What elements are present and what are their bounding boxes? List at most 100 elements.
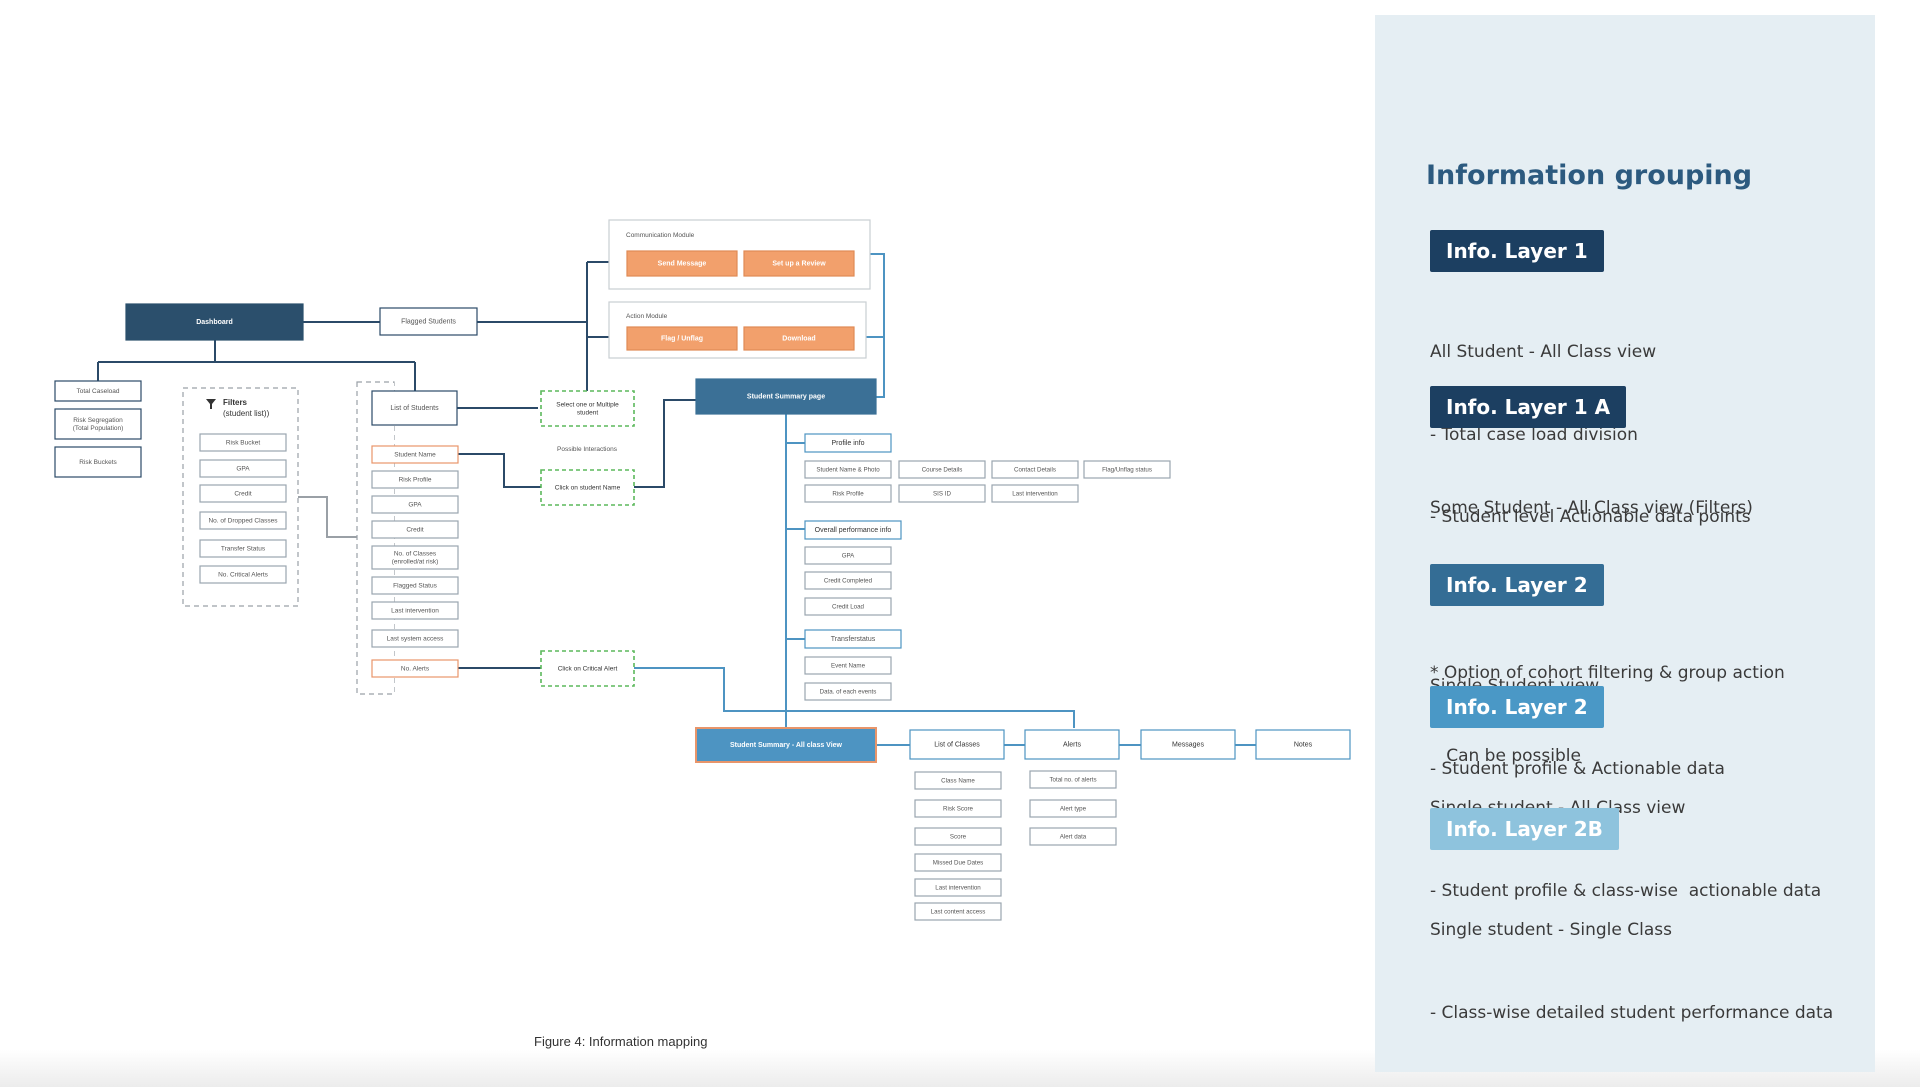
performance-item-label: GPA bbox=[842, 552, 855, 559]
dashboard-node-label: Dashboard bbox=[196, 319, 233, 326]
layer-badge: Info. Layer 1 A bbox=[1430, 386, 1627, 428]
download-button-label: Download bbox=[782, 335, 815, 342]
profile-item-label: Flag/Unflag status bbox=[1102, 466, 1152, 473]
class-item bbox=[914, 799, 1002, 818]
transfer-item-label: Data. of each events bbox=[820, 688, 877, 695]
profile-item-label: SIS ID bbox=[933, 490, 951, 497]
notes-node bbox=[1255, 729, 1351, 760]
filters-title: Filters bbox=[223, 398, 248, 407]
all-class-view-node-label: Student Summary - All class View bbox=[730, 742, 843, 749]
student-field bbox=[371, 659, 459, 678]
student-field-label: No. Alerts bbox=[401, 665, 430, 672]
transfer-status-node-label: Transferstatus bbox=[831, 636, 876, 643]
filters-bracket bbox=[298, 496, 357, 538]
performance-item bbox=[804, 571, 892, 590]
student-field bbox=[371, 520, 459, 539]
class-item-label: Missed Due Dates bbox=[933, 859, 984, 866]
profile-item-label: Course Details bbox=[922, 466, 963, 473]
total-caseload-node bbox=[54, 380, 142, 402]
class-item-label: Risk Score bbox=[943, 805, 973, 812]
layer-line: * Option of cohort filtering & group act… bbox=[1430, 663, 1785, 683]
layer-line: - Class-wise detailed student performanc… bbox=[1430, 1002, 1834, 1023]
layer-description: All Student - All Class view - Total cas… bbox=[1430, 284, 1751, 587]
class-item bbox=[914, 853, 1002, 872]
class-item-label: Score bbox=[950, 833, 967, 840]
messages-node bbox=[1140, 729, 1236, 760]
layer-line: - Student profile & class-wise actionabl… bbox=[1430, 880, 1822, 901]
transfer-status-node bbox=[804, 629, 902, 649]
profile-item bbox=[1083, 460, 1171, 479]
connector-click-summary bbox=[634, 399, 696, 488]
student-field-label: Student Name bbox=[394, 451, 436, 458]
filter-item bbox=[199, 459, 287, 478]
class-item bbox=[914, 827, 1002, 846]
student-summary-node bbox=[695, 378, 877, 415]
profile-info-node-label: Profile info bbox=[831, 440, 864, 447]
set-up-review-button-label: Set up a Review bbox=[772, 260, 826, 267]
layer-line: Single student - Single Class bbox=[1430, 920, 1672, 940]
list-of-students-node bbox=[371, 390, 458, 426]
filter-item-label: Transfer Status bbox=[221, 545, 266, 552]
filter-item bbox=[199, 484, 287, 503]
notes-node-label: Notes bbox=[1294, 741, 1313, 748]
layer-line: - Total case load division bbox=[1430, 424, 1638, 445]
connector-comm-summary bbox=[870, 253, 885, 398]
student-field-label: GPA bbox=[408, 501, 422, 508]
layer-line: Some Student - All Class view (Filters) bbox=[1430, 498, 1753, 518]
profile-item-label: Student Name & Photo bbox=[816, 466, 880, 473]
alerts-node bbox=[1024, 729, 1120, 760]
transfer-item bbox=[804, 656, 892, 675]
filter-item bbox=[199, 511, 287, 530]
list-of-classes-node bbox=[909, 729, 1005, 760]
student-field bbox=[371, 470, 459, 489]
figure-caption: Figure 4: Information mapping bbox=[534, 1034, 708, 1049]
student-field bbox=[371, 495, 459, 514]
risk-segregation-node-label: Risk Segregation(Total Population) bbox=[73, 417, 124, 432]
profile-info-node bbox=[804, 433, 892, 453]
connector-spine-alerts bbox=[786, 710, 1075, 728]
layer-description: Single student - All Class view - Studen… bbox=[1430, 740, 1821, 960]
risk-buckets-node bbox=[54, 446, 142, 478]
profile-item-label: Risk Profile bbox=[832, 490, 864, 497]
class-item-label: Last intervention bbox=[935, 884, 981, 891]
alert-item bbox=[1029, 799, 1117, 818]
transfer-item bbox=[804, 682, 892, 701]
layer-line: Can be possible bbox=[1430, 745, 1581, 766]
profile-item bbox=[804, 484, 892, 503]
connector-name-click bbox=[458, 453, 541, 488]
profile-item bbox=[898, 484, 986, 503]
performance-item-label: Credit Load bbox=[832, 603, 865, 610]
student-field bbox=[371, 545, 459, 570]
class-item bbox=[914, 771, 1002, 790]
send-message-button bbox=[626, 250, 738, 277]
overall-performance-node bbox=[804, 520, 902, 540]
transfer-item-label: Event Name bbox=[831, 662, 866, 669]
filter-item bbox=[199, 565, 287, 584]
info-layer-1: Info. Layer 1 All Student - All Class vi… bbox=[1430, 230, 1751, 587]
student-field bbox=[371, 601, 459, 620]
student-field-label: Risk Profile bbox=[399, 476, 432, 483]
flag-unflag-button-label: Flag / Unflag bbox=[661, 335, 703, 342]
alerts-node-label: Alerts bbox=[1063, 741, 1081, 748]
student-field-label: Credit bbox=[406, 526, 424, 533]
all-class-view-node bbox=[695, 727, 877, 763]
student-field bbox=[371, 629, 459, 648]
alert-item bbox=[1029, 770, 1117, 789]
total-caseload-node-label: Total Caseload bbox=[77, 388, 120, 395]
connector-alert-allclass bbox=[634, 667, 786, 712]
set-up-review-button bbox=[743, 250, 855, 277]
profile-item bbox=[804, 460, 892, 479]
layer-badge: Info. Layer 2B bbox=[1430, 808, 1619, 850]
profile-item-label: Last intervention bbox=[1012, 490, 1058, 497]
layer-line: - Student level Actionable data points bbox=[1430, 507, 1751, 527]
flag-unflag-button bbox=[626, 326, 738, 351]
class-item bbox=[914, 902, 1002, 921]
performance-item bbox=[804, 597, 892, 616]
possible-interactions-label: Possible Interactions bbox=[557, 446, 618, 453]
list-of-students-node-label: List of Students bbox=[390, 405, 439, 412]
layer-badge: Info. Layer 1 bbox=[1430, 230, 1604, 272]
click-alert-interaction bbox=[540, 650, 635, 687]
alert-item bbox=[1029, 827, 1117, 846]
class-item bbox=[914, 878, 1002, 897]
